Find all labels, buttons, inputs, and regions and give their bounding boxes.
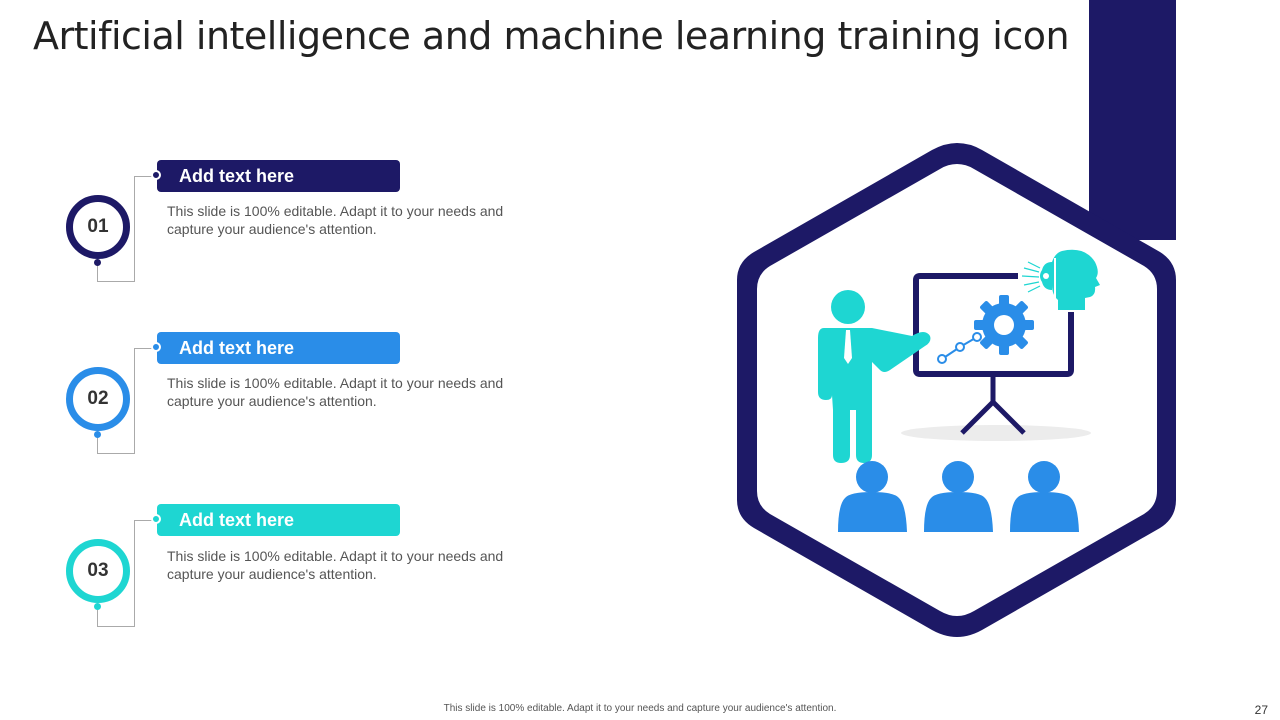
decorative-top-bar <box>1089 0 1176 240</box>
number-label: 02 <box>87 388 109 409</box>
connector-line <box>134 520 135 626</box>
connector-line <box>134 348 135 453</box>
floor-shadow <box>901 425 1091 441</box>
footer-note: This slide is 100% editable. Adapt it to… <box>443 703 837 714</box>
number-badge: 02 <box>66 367 130 431</box>
ai-head-icon <box>1021 249 1100 310</box>
ai-training-illustration <box>737 143 1176 637</box>
trend-line-icon <box>937 332 982 364</box>
number-label: 01 <box>87 216 109 237</box>
connector-line <box>97 435 135 454</box>
number-badge: 01 <box>66 195 130 259</box>
presentation-board-icon <box>913 273 1074 435</box>
item-heading[interactable]: Add text here <box>157 160 400 192</box>
item-description[interactable]: This slide is 100% editable. Adapt it to… <box>167 375 504 409</box>
slide-title: Artificial intelligence and machine lear… <box>33 14 1070 58</box>
presenter-icon <box>818 290 931 463</box>
item-description[interactable]: This slide is 100% editable. Adapt it to… <box>167 203 504 237</box>
hexagon-frame <box>737 143 1176 637</box>
connector-line <box>97 607 135 627</box>
badge-dot <box>94 259 101 266</box>
connector-line <box>134 176 157 177</box>
number-label: 03 <box>87 560 109 581</box>
connector-line <box>97 263 135 282</box>
number-badge: 03 <box>66 539 130 603</box>
audience-icon <box>838 461 1079 532</box>
heading-dot <box>151 342 161 352</box>
item-heading[interactable]: Add text here <box>157 504 400 536</box>
page-number: 27 <box>1254 703 1268 717</box>
badge-dot <box>94 431 101 438</box>
connector-line <box>134 176 135 281</box>
item-description[interactable]: This slide is 100% editable. Adapt it to… <box>167 548 504 582</box>
heading-dot <box>151 170 161 180</box>
item-heading[interactable]: Add text here <box>157 332 400 364</box>
connector-line <box>134 348 157 349</box>
gear-icon <box>974 295 1034 355</box>
badge-dot <box>94 603 101 610</box>
connector-line <box>134 520 157 521</box>
heading-dot <box>151 514 161 524</box>
